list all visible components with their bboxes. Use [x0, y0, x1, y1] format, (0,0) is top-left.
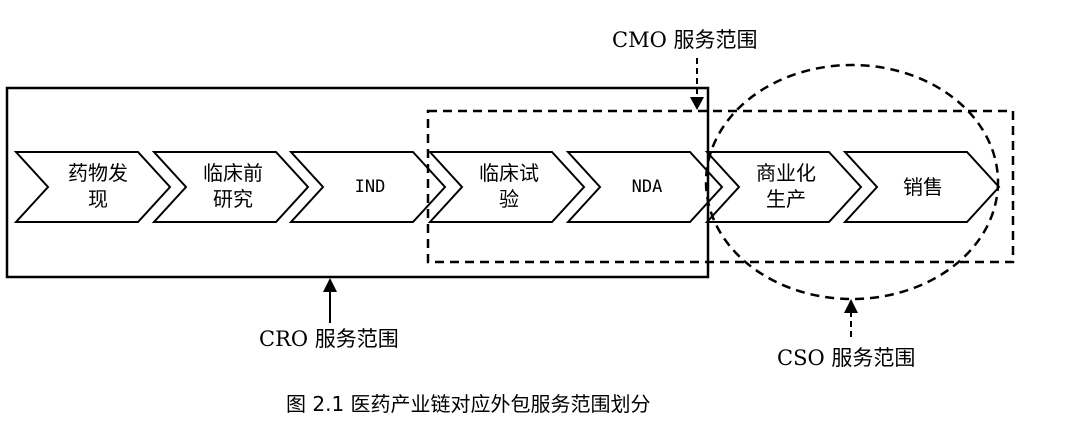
step-label-line: 药物发: [68, 161, 128, 185]
step-label-clinical-trial: 临床试 验: [459, 160, 559, 212]
step-label-line: 商业化: [756, 161, 816, 185]
step-label-nda: NDA: [597, 174, 697, 200]
cro-arrow-head: [323, 278, 337, 292]
step-label-line: 现: [88, 187, 108, 211]
step-label-line: 验: [499, 187, 519, 211]
step-chevron-1: [13, 151, 172, 223]
step-chevron-7: [842, 151, 1001, 223]
cso-arrow-head: [844, 299, 858, 313]
step-chevron-6: [704, 151, 863, 223]
step-label-line: 临床前: [203, 161, 263, 185]
cmo-scope-label: CMO 服务范围: [612, 28, 758, 52]
step-label-sales: 销售: [873, 174, 973, 200]
step-label-line: 临床试: [479, 161, 539, 185]
step-chevron-4: [427, 151, 586, 223]
step-label-line: 销售: [903, 175, 943, 199]
value-chain-steps: [13, 151, 1001, 223]
step-label-ind: IND: [320, 174, 420, 200]
cro-scope-box: [5, 86, 710, 279]
step-chevron-5: [565, 151, 724, 223]
step-label-commercial-production: 商业化 生产: [736, 160, 836, 212]
cso-scope-label: CSO 服务范围: [777, 346, 916, 370]
step-label-line: IND: [354, 177, 386, 197]
cmo-arrow-head: [690, 97, 704, 110]
cmo-scope-box: [426, 109, 1015, 264]
figure-caption: 图 2.1 医药产业链对应外包服务范围划分: [286, 392, 651, 416]
cso-scope-ellipse: [704, 63, 1000, 301]
step-chevron-2: [151, 151, 310, 223]
step-chevron-3: [288, 151, 447, 223]
step-label-line: 研究: [213, 187, 253, 211]
step-label-preclinical: 临床前 研究: [183, 160, 283, 212]
step-label-line: 生产: [766, 187, 806, 211]
cro-scope-label: CRO 服务范围: [259, 327, 399, 351]
step-label-line: NDA: [631, 177, 663, 197]
step-label-drug-discovery: 药物发 现: [48, 160, 148, 212]
